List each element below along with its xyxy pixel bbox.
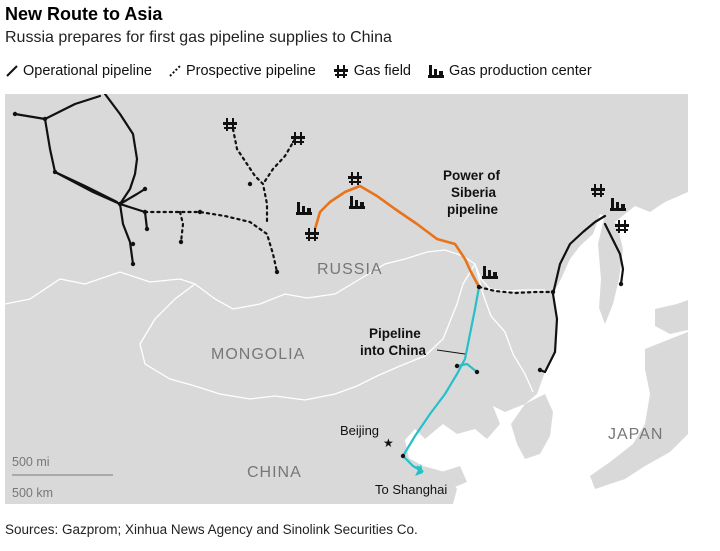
beijing-star-icon: ★ <box>383 436 394 450</box>
scale-bar: 500 mi 500 km <box>12 455 113 500</box>
label-power-of-siberia-line1: Power of <box>443 168 501 183</box>
operational-pipelines <box>13 94 625 374</box>
shandong <box>435 466 467 489</box>
label-china: CHINA <box>247 464 302 481</box>
chart-title: New Route to Asia <box>5 4 163 24</box>
prospective-pipelines <box>143 127 555 295</box>
gas-field-icon <box>333 65 348 78</box>
power-of-siberia-pipeline <box>313 184 481 288</box>
legend-production-center-label: Gas production center <box>449 63 592 79</box>
sakhalin <box>598 214 623 324</box>
label-japan: JAPAN <box>608 426 663 443</box>
borders <box>5 249 545 401</box>
label-pipeline-into-china-line1: Pipeline <box>369 326 421 341</box>
label-to-shanghai: To Shanghai <box>375 482 447 497</box>
pipeline-nodes <box>12 111 624 459</box>
label-pipeline-into-china-line2: into China <box>360 343 426 358</box>
legend: Operational pipeline Prospective pipelin… <box>5 60 608 82</box>
scale-km-label: 500 km <box>12 486 53 500</box>
scale-mi-label: 500 mi <box>12 455 50 469</box>
chart-subtitle: Russia prepares for first gas pipeline s… <box>5 29 392 46</box>
korea <box>511 394 553 459</box>
northeast-land <box>665 94 688 192</box>
legend-production-center: Gas production center <box>427 63 592 79</box>
label-mongolia: MONGOLIA <box>211 346 305 363</box>
japan <box>590 332 688 489</box>
label-russia: RUSSIA <box>317 261 383 278</box>
legend-gas-field-label: Gas field <box>353 63 411 79</box>
label-power-of-siberia-line3: pipeline <box>447 202 498 217</box>
production-center-icon <box>428 65 444 78</box>
dotted-pipeline-icon <box>169 65 181 77</box>
legend-prospective-label: Prospective pipeline <box>185 63 316 79</box>
map: ★ RUSSIA MONGOLIA CHINA JAPAN Power of S… <box>5 94 688 504</box>
shanghai-arrowhead <box>415 464 423 476</box>
legend-operational: Operational pipeline <box>5 63 152 79</box>
legend-prospective: Prospective pipeline <box>168 63 316 79</box>
label-beijing: Beijing <box>340 423 379 438</box>
pipeline-into-china-leader <box>436 349 466 355</box>
legend-gas-field: Gas field <box>332 63 411 79</box>
mainland <box>5 94 688 504</box>
pipeline-line-icon <box>6 65 18 77</box>
legend-operational-label: Operational pipeline <box>23 63 152 79</box>
label-power-of-siberia-line2: Siberia <box>451 185 497 200</box>
source-note: Sources: Gazprom; Xinhua News Agency and… <box>5 522 418 537</box>
hokkaido <box>655 300 688 334</box>
